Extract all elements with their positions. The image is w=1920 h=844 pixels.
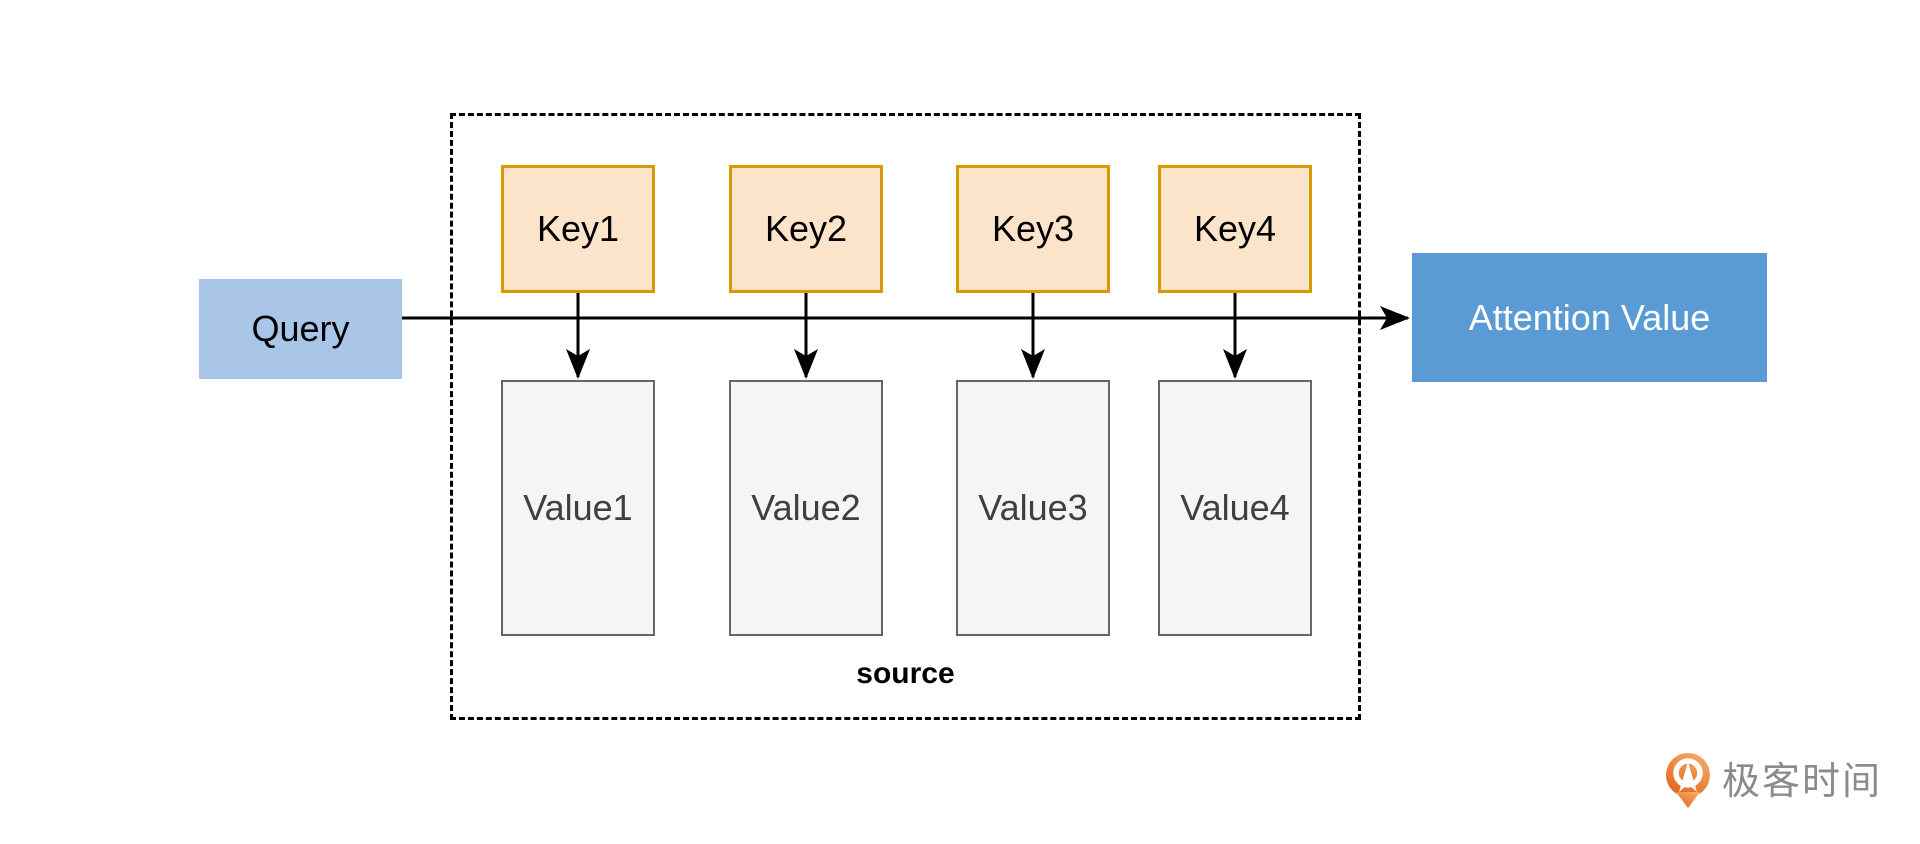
attention-value-label: Attention Value xyxy=(1468,296,1711,338)
value4-node: Value4 xyxy=(1158,380,1312,636)
key1-node: Key1 xyxy=(501,165,655,293)
key3-label: Key3 xyxy=(991,208,1075,249)
value3-label: Value3 xyxy=(978,487,1088,528)
attention-value-node: Attention Value xyxy=(1412,253,1767,382)
query-label: Query xyxy=(251,308,350,349)
key2-node: Key2 xyxy=(729,165,883,293)
geektime-logo-text: 极客时间 xyxy=(1722,761,1883,803)
value2-node: Value2 xyxy=(729,380,883,636)
geektime-pin-icon xyxy=(1666,753,1710,808)
key4-label: Key4 xyxy=(1193,208,1277,249)
key4-node: Key4 xyxy=(1158,165,1312,293)
source-group-box: source xyxy=(450,113,1361,720)
value2-label: Value2 xyxy=(751,487,861,528)
value1-node: Value1 xyxy=(501,380,655,636)
source-group-label: source xyxy=(856,657,955,690)
value3-node: Value3 xyxy=(956,380,1110,636)
key2-label: Key2 xyxy=(764,208,848,249)
value1-label: Value1 xyxy=(523,487,633,528)
value4-label: Value4 xyxy=(1180,487,1290,528)
key3-node: Key3 xyxy=(956,165,1110,293)
query-node: Query xyxy=(199,279,402,379)
geektime-logo: 极客时间 xyxy=(1664,752,1882,812)
key1-label: Key1 xyxy=(536,208,620,249)
